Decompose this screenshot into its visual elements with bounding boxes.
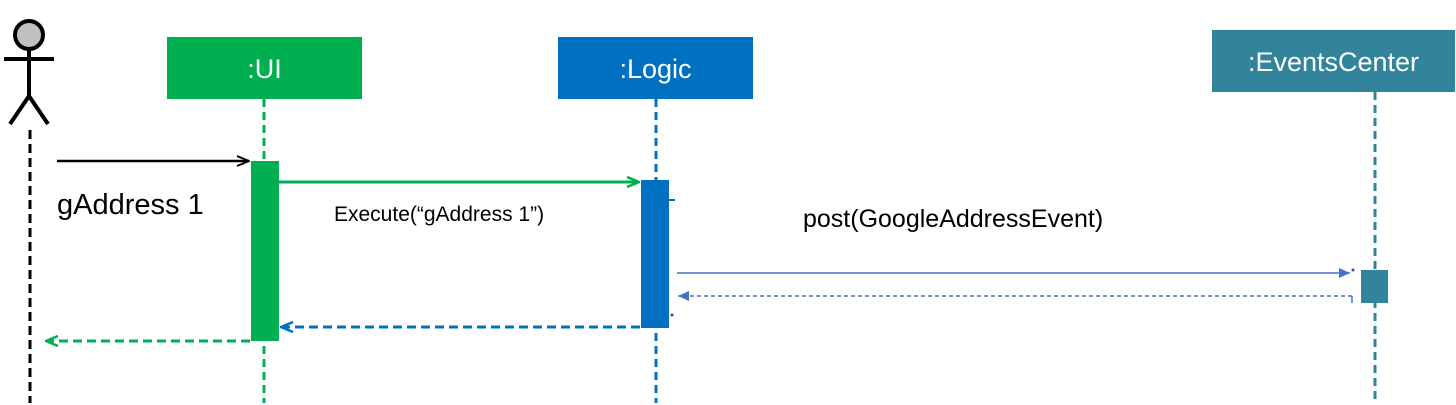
execute-call-label: Execute(“gAddress 1”): [334, 203, 544, 226]
actor: [4, 19, 54, 126]
ui-activation-bar: [251, 161, 279, 341]
logic-activation-bar: [641, 180, 669, 328]
logic-participant: :Logic: [558, 37, 753, 99]
actor-head: [13, 19, 45, 51]
post-event-arrow-end-dot: [1351, 268, 1355, 272]
post-event-label: post(GoogleAddressEvent): [803, 205, 1103, 233]
ui-participant-label: :UI: [247, 54, 282, 84]
logic-participant-label: :Logic: [619, 54, 691, 84]
user-input-label: gAddress 1: [57, 189, 204, 221]
events-center-participant: :EventsCenter: [1212, 30, 1455, 92]
actor-left-leg: [8, 94, 31, 126]
events-center-activation-bar: [1361, 270, 1388, 303]
ui-participant: :UI: [167, 37, 362, 99]
logic-return-dot: [670, 313, 674, 317]
events-center-participant-label: :EventsCenter: [1248, 47, 1419, 77]
actor-right-leg: [27, 94, 50, 126]
